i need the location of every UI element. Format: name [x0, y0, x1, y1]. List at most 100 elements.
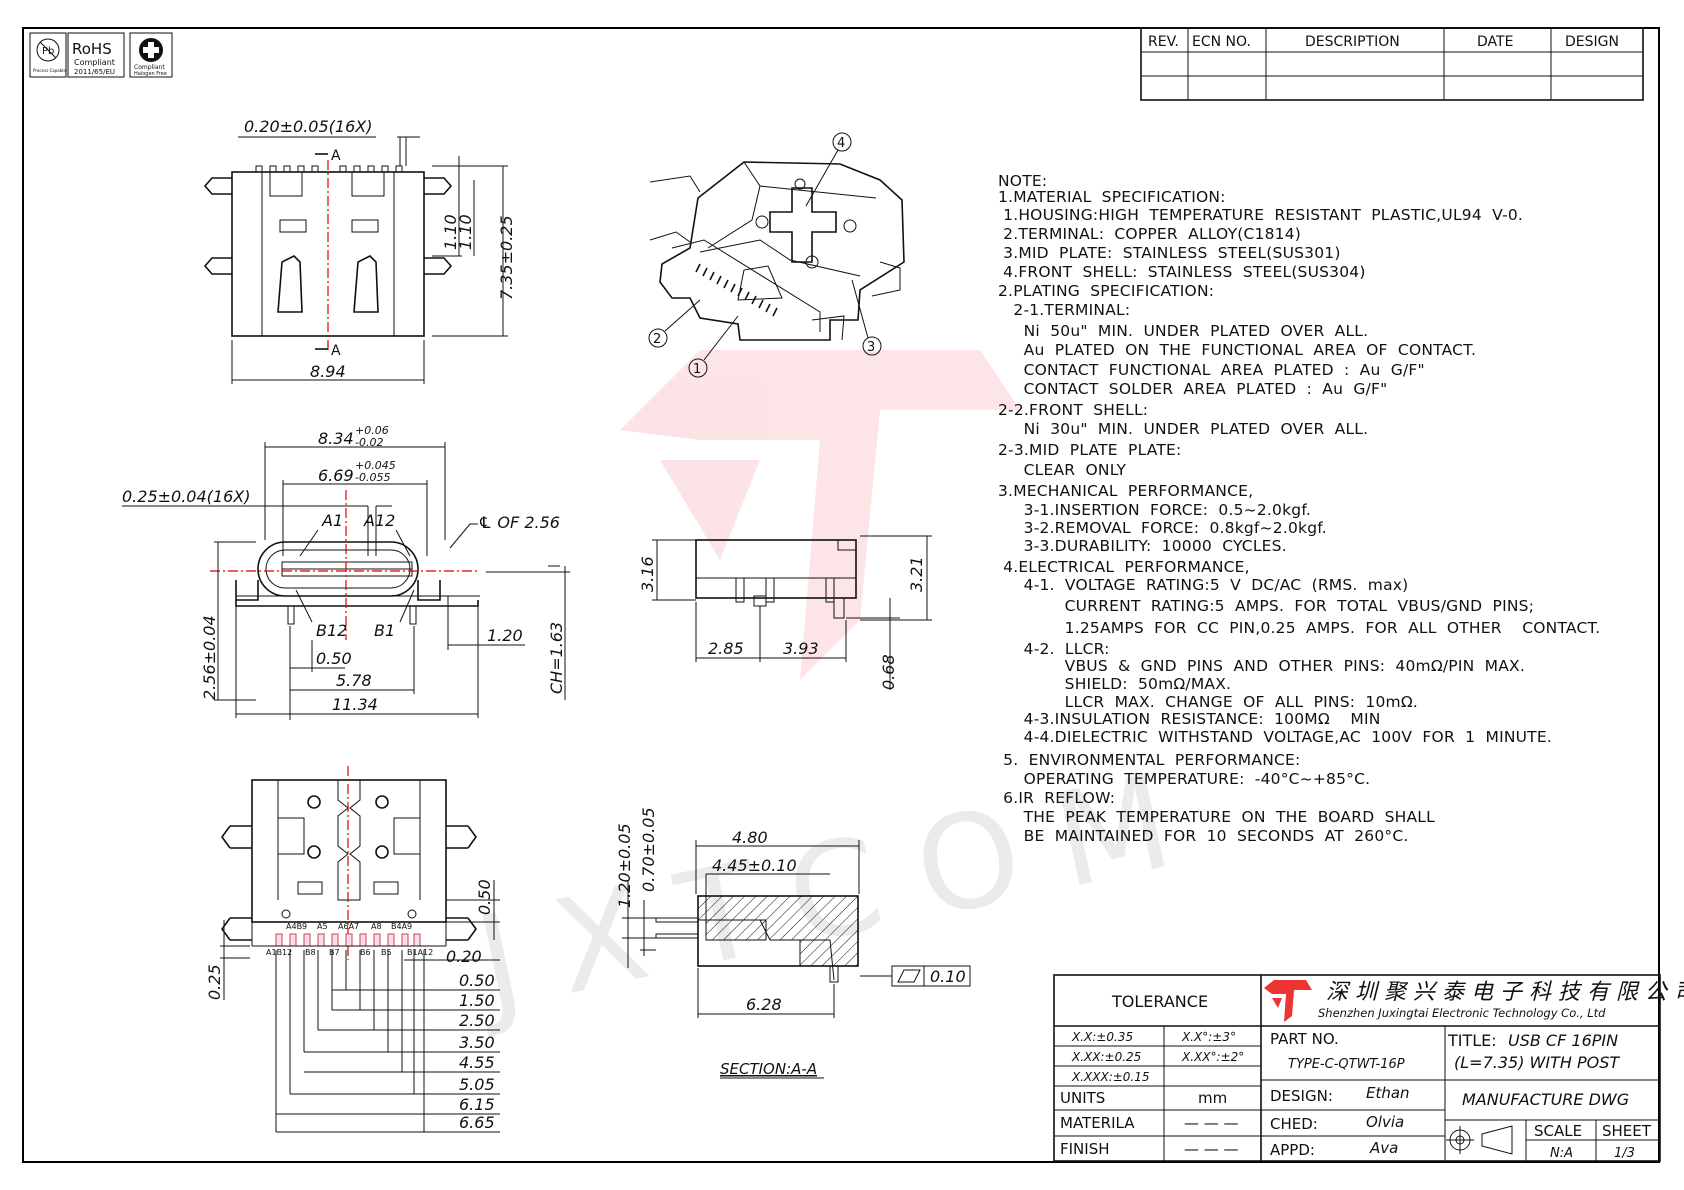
- note-line: 5. ENVIRONMENTAL PERFORMANCE:: [998, 751, 1300, 769]
- note-line: 3.MECHANICAL PERFORMANCE,: [998, 482, 1253, 500]
- note-line: 4-2. LLCR:: [998, 640, 1110, 658]
- note-line: 2.TERMINAL: COPPER ALLOY(C1814): [998, 225, 1301, 243]
- bottom-dim-4.55: 4.55: [459, 1053, 495, 1072]
- note-line: 3-3.DURABILITY: 10000 CYCLES.: [998, 537, 1287, 555]
- note-line: 1.HOUSING:HIGH TEMPERATURE RESISTANT PLA…: [998, 206, 1523, 224]
- appd-label: APPD:: [1270, 1141, 1315, 1159]
- front-dim-2.56: 2.56±0.04: [200, 615, 219, 700]
- watermark-logo: [620, 350, 1020, 680]
- note-line: 2-3.MID PLATE PLATE:: [998, 441, 1181, 459]
- tolerance-angular-2: X.XX°:±2°: [1181, 1050, 1244, 1064]
- front-dim-8.34: 8.34: [318, 429, 354, 448]
- note-line: Ni 30u" MIN. UNDER PLATED OVER ALL.: [998, 420, 1368, 438]
- design-header: DESIGN: [1565, 34, 1619, 50]
- design-value: Ethan: [1366, 1084, 1410, 1102]
- note-line: 4-1. VOLTAGE RATING:5 V DC/AC (RMS. max): [998, 576, 1408, 594]
- section-view: 4.80 4.45±0.10 1.20±0.05 0.70±0.05 0.10 …: [615, 807, 971, 1079]
- note-line: 3.MID PLATE: STAINLESS STEEL(SUS301): [998, 244, 1341, 262]
- pin-b12-label: B12: [316, 621, 347, 640]
- revision-table: REV. ECN NO. DESCRIPTION DATE DESIGN: [1140, 27, 1644, 101]
- bottom-dim-3.50: 3.50: [459, 1033, 495, 1052]
- front-dim-11.34: 11.34: [332, 695, 378, 714]
- title-line-2: (L=7.35) WITH POST: [1454, 1053, 1620, 1072]
- pin-label-b6: B6: [360, 948, 371, 957]
- tolerance-angular-1: X.X°:±3°: [1181, 1030, 1236, 1044]
- iso-callout-1: 1: [693, 362, 701, 377]
- finish-label: FINISH: [1060, 1140, 1110, 1158]
- section-dim-0.70: 0.70±0.05: [639, 807, 658, 892]
- pin-label-a1b12: A1B12: [266, 948, 292, 957]
- bottom-dim-5.05: 5.05: [459, 1075, 495, 1094]
- note-line: CONTACT SOLDER AREA PLATED : Au G/F": [998, 380, 1387, 398]
- side-dim-3.21: 3.21: [907, 556, 926, 592]
- description-header: DESCRIPTION: [1305, 34, 1400, 50]
- section-a-top: A: [331, 148, 341, 164]
- note-line: OPERATING TEMPERATURE: -40°C~+85°C.: [998, 770, 1370, 788]
- finish-value: — — —: [1184, 1140, 1239, 1158]
- projection-symbol-icon: [1446, 1125, 1513, 1155]
- bottom-dim-0.50-vert: 0.50: [475, 879, 494, 915]
- bottom-pitch-dims: 0.50 1.50 2.50 3.50 4.55 5.05 6.15 6.65: [275, 950, 500, 1133]
- units-value: mm: [1198, 1089, 1227, 1107]
- tolerance-linear-1: X.X:±0.35: [1071, 1030, 1133, 1044]
- bottom-dim-2.50: 2.50: [459, 1011, 495, 1030]
- front-tol-8.34-plus: +0.06: [355, 424, 389, 437]
- front-dim-0.50: 0.50: [316, 649, 352, 668]
- halogen-line2: Halogen Free: [134, 71, 167, 77]
- note-line: 4.ELECTRICAL PERFORMANCE,: [998, 558, 1250, 576]
- rev-header: REV.: [1148, 34, 1179, 50]
- note-line: 4.FRONT SHELL: STAINLESS STEEL(SUS304): [998, 263, 1366, 281]
- drawing-sheet-border: [22, 27, 1660, 1163]
- bottom-dim-6.15: 6.15: [459, 1095, 495, 1114]
- specification-notes: NOTE:1.MATERIAL SPECIFICATION: 1.HOUSING…: [998, 172, 1600, 845]
- pin-label-b4a9: B4A9: [391, 922, 412, 931]
- note-line: CONTACT FUNCTIONAL AREA PLATED : Au G/F": [998, 361, 1425, 379]
- material-label: MATERILA: [1060, 1114, 1135, 1132]
- bottom-view: A4B9 A5 A6A7 A8 B4A9 A1B12 B8 B7 B6 B5 B…: [205, 766, 500, 1133]
- pin-label-b5: B5: [381, 948, 392, 957]
- front-dim-1.20: 1.20: [487, 626, 523, 645]
- front-centerline: ℄ OF 2.56: [478, 513, 560, 532]
- title-line-1: USB CF 16PIN: [1508, 1031, 1618, 1050]
- iso-pins: [695, 263, 778, 317]
- section-label: SECTION:A-A: [720, 1060, 817, 1078]
- front-dim-ch-1.63: CH=1.63: [547, 622, 566, 694]
- note-line: NOTE:: [998, 172, 1047, 190]
- design-label: DESIGN:: [1270, 1087, 1333, 1105]
- bottom-dim-0.25: 0.25: [205, 964, 224, 1000]
- iso-callout-3: 3: [867, 340, 875, 355]
- company-name-cn: 深 圳 聚 兴 泰 电 子 科 技 有 限 公 司: [1326, 980, 1684, 1005]
- top-dim-8.94: 8.94: [310, 362, 346, 381]
- front-tol-6.69-plus: +0.045: [355, 459, 396, 472]
- note-line: 2-2.FRONT SHELL:: [998, 401, 1148, 419]
- note-line: 4-4.DIELECTRIC WITHSTAND VOLTAGE,AC 100V…: [998, 728, 1552, 746]
- note-line: SHIELD: 50mΩ/MAX.: [998, 675, 1231, 693]
- rohs-directive: 2011/65/EU: [74, 68, 115, 76]
- date-header: DATE: [1477, 34, 1513, 50]
- top-dim-7.35: 7.35±0.25: [497, 215, 516, 300]
- front-dim-6.69: 6.69: [318, 466, 354, 485]
- side-dim-0.68: 0.68: [879, 654, 898, 690]
- bottom-dim-0.20: 0.20: [446, 947, 482, 966]
- note-line: 3-1.INSERTION FORCE: 0.5~2.0kgf.: [998, 501, 1311, 519]
- note-line: Ni 50u" MIN. UNDER PLATED OVER ALL.: [998, 322, 1368, 340]
- pin-b1-label: B1: [374, 621, 395, 640]
- pin-a1-label: A1: [321, 511, 343, 530]
- note-line: CURRENT RATING:5 AMPS. FOR TOTAL VBUS/GN…: [998, 597, 1534, 615]
- bottom-dim-0.50: 0.50: [459, 971, 495, 990]
- section-dim-1.20: 1.20±0.05: [615, 823, 634, 908]
- note-line: BE MAINTAINED FOR 10 SECONDS AT 260°C.: [998, 827, 1408, 845]
- appd-value: Ava: [1369, 1139, 1398, 1157]
- scale-label: SCALE: [1534, 1122, 1582, 1140]
- front-dim-5.78: 5.78: [336, 671, 372, 690]
- front-tol-8.34-minus: -0.02: [355, 436, 383, 449]
- note-line: LLCR MAX. CHANGE OF ALL PINS: 10mΩ.: [998, 693, 1418, 711]
- tolerance-linear-3: X.XXX:±0.15: [1071, 1070, 1150, 1084]
- ecn-header: ECN NO.: [1192, 34, 1251, 50]
- pin-label-b1a12: B1A12: [407, 948, 433, 957]
- note-line: Au PLATED ON THE FUNCTIONAL AREA OF CONT…: [998, 341, 1476, 359]
- pin-label-a5: A5: [317, 922, 328, 931]
- pin-label-b8: B8: [305, 948, 316, 957]
- pin-label-a8: A8: [371, 922, 382, 931]
- company-logo: [1264, 980, 1312, 1022]
